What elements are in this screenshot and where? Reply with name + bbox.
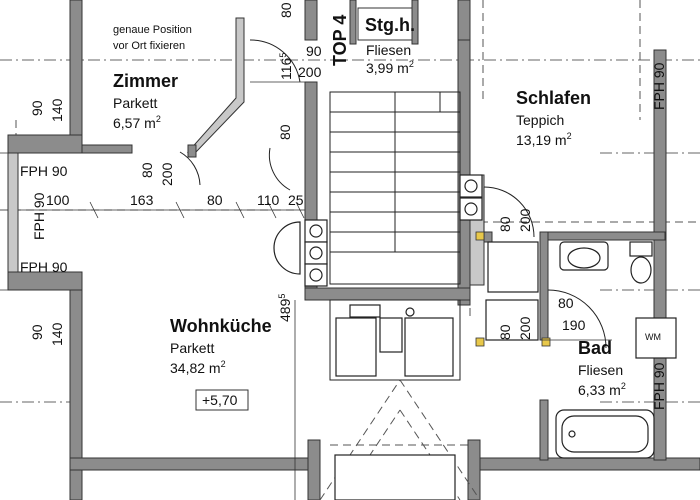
dim-140-left-bot: 140 xyxy=(49,322,65,346)
dim-80-bad-door: 80 xyxy=(558,295,574,311)
dim-80-zimmer: 80 xyxy=(139,162,155,178)
dim-80-bad: 80 xyxy=(497,324,513,340)
dim-90-left-bot: 90 xyxy=(29,324,45,340)
door-swings xyxy=(179,39,607,349)
room-floor-wohnkueche: Parkett xyxy=(170,340,214,356)
fph-left-bot: FPH 90 xyxy=(20,259,68,275)
dim-140-left-top: 140 xyxy=(49,98,65,122)
dim-200-zimmer: 200 xyxy=(159,162,175,186)
dim-25: 25 xyxy=(288,192,304,208)
room-area-schlafen: 13,19 m2 xyxy=(516,131,572,148)
staircase xyxy=(329,91,461,285)
dim-116: 1165 xyxy=(278,53,294,80)
room-floor-bad: Fliesen xyxy=(578,362,623,378)
room-name-bad: Bad xyxy=(578,338,612,358)
room-area-zimmer: 6,57 m2 xyxy=(113,114,161,131)
dim-90-door: 90 xyxy=(306,43,322,59)
fph-right-top: FPH 90 xyxy=(651,62,667,110)
room-area-wohnkueche: 34,82 m2 xyxy=(170,359,226,376)
dormer xyxy=(319,379,481,500)
dim-90-left-top: 90 xyxy=(29,100,45,116)
note-position-line1: genaue Position xyxy=(113,24,192,36)
kitchen-units xyxy=(329,299,461,381)
walls xyxy=(7,0,700,500)
note-position-line2: vor Ort fixieren xyxy=(113,40,185,52)
dim-489: 4895 xyxy=(277,294,293,322)
reference-lines xyxy=(0,0,700,446)
room-floor-schlafen: Teppich xyxy=(516,112,564,128)
dim-80-schlafen: 80 xyxy=(497,216,513,232)
dim-200-schlafen: 200 xyxy=(517,208,533,232)
dim-200-bad: 200 xyxy=(517,316,533,340)
dim-100: 100 xyxy=(46,192,70,208)
room-name-wohnkueche: Wohnküche xyxy=(170,316,272,336)
chimneys xyxy=(273,174,483,287)
room-name-schlafen: Schlafen xyxy=(516,88,591,108)
room-area-bad: 6,33 m2 xyxy=(578,381,626,398)
room-floor-zimmer: Parkett xyxy=(113,95,157,111)
bathroom-fixtures xyxy=(485,241,677,459)
dim-163: 163 xyxy=(130,192,154,208)
room-floor-stgh: Fliesen xyxy=(366,42,411,58)
dim-80-stair: 80 xyxy=(277,124,293,140)
washing-machine-label: WM xyxy=(645,332,661,342)
unit-label: TOP 4 xyxy=(330,15,350,66)
dim-80-mid: 80 xyxy=(207,192,223,208)
dim-110: 110 xyxy=(257,192,280,208)
dim-200-door: 200 xyxy=(298,64,322,80)
fph-left-mid: FPH 90 xyxy=(31,192,47,240)
room-area-stgh: 3,99 m2 xyxy=(366,59,414,76)
level-marker: +5,70 xyxy=(202,392,238,408)
dim-80-top: 80 xyxy=(278,2,294,18)
fph-right-bot: FPH 90 xyxy=(651,362,667,410)
dim-190: 190 xyxy=(562,317,586,333)
room-name-stgh: Stg.h. xyxy=(365,15,415,35)
room-name-zimmer: Zimmer xyxy=(113,71,178,91)
dimension-lines xyxy=(18,81,612,500)
fph-left-top: FPH 90 xyxy=(20,163,68,179)
